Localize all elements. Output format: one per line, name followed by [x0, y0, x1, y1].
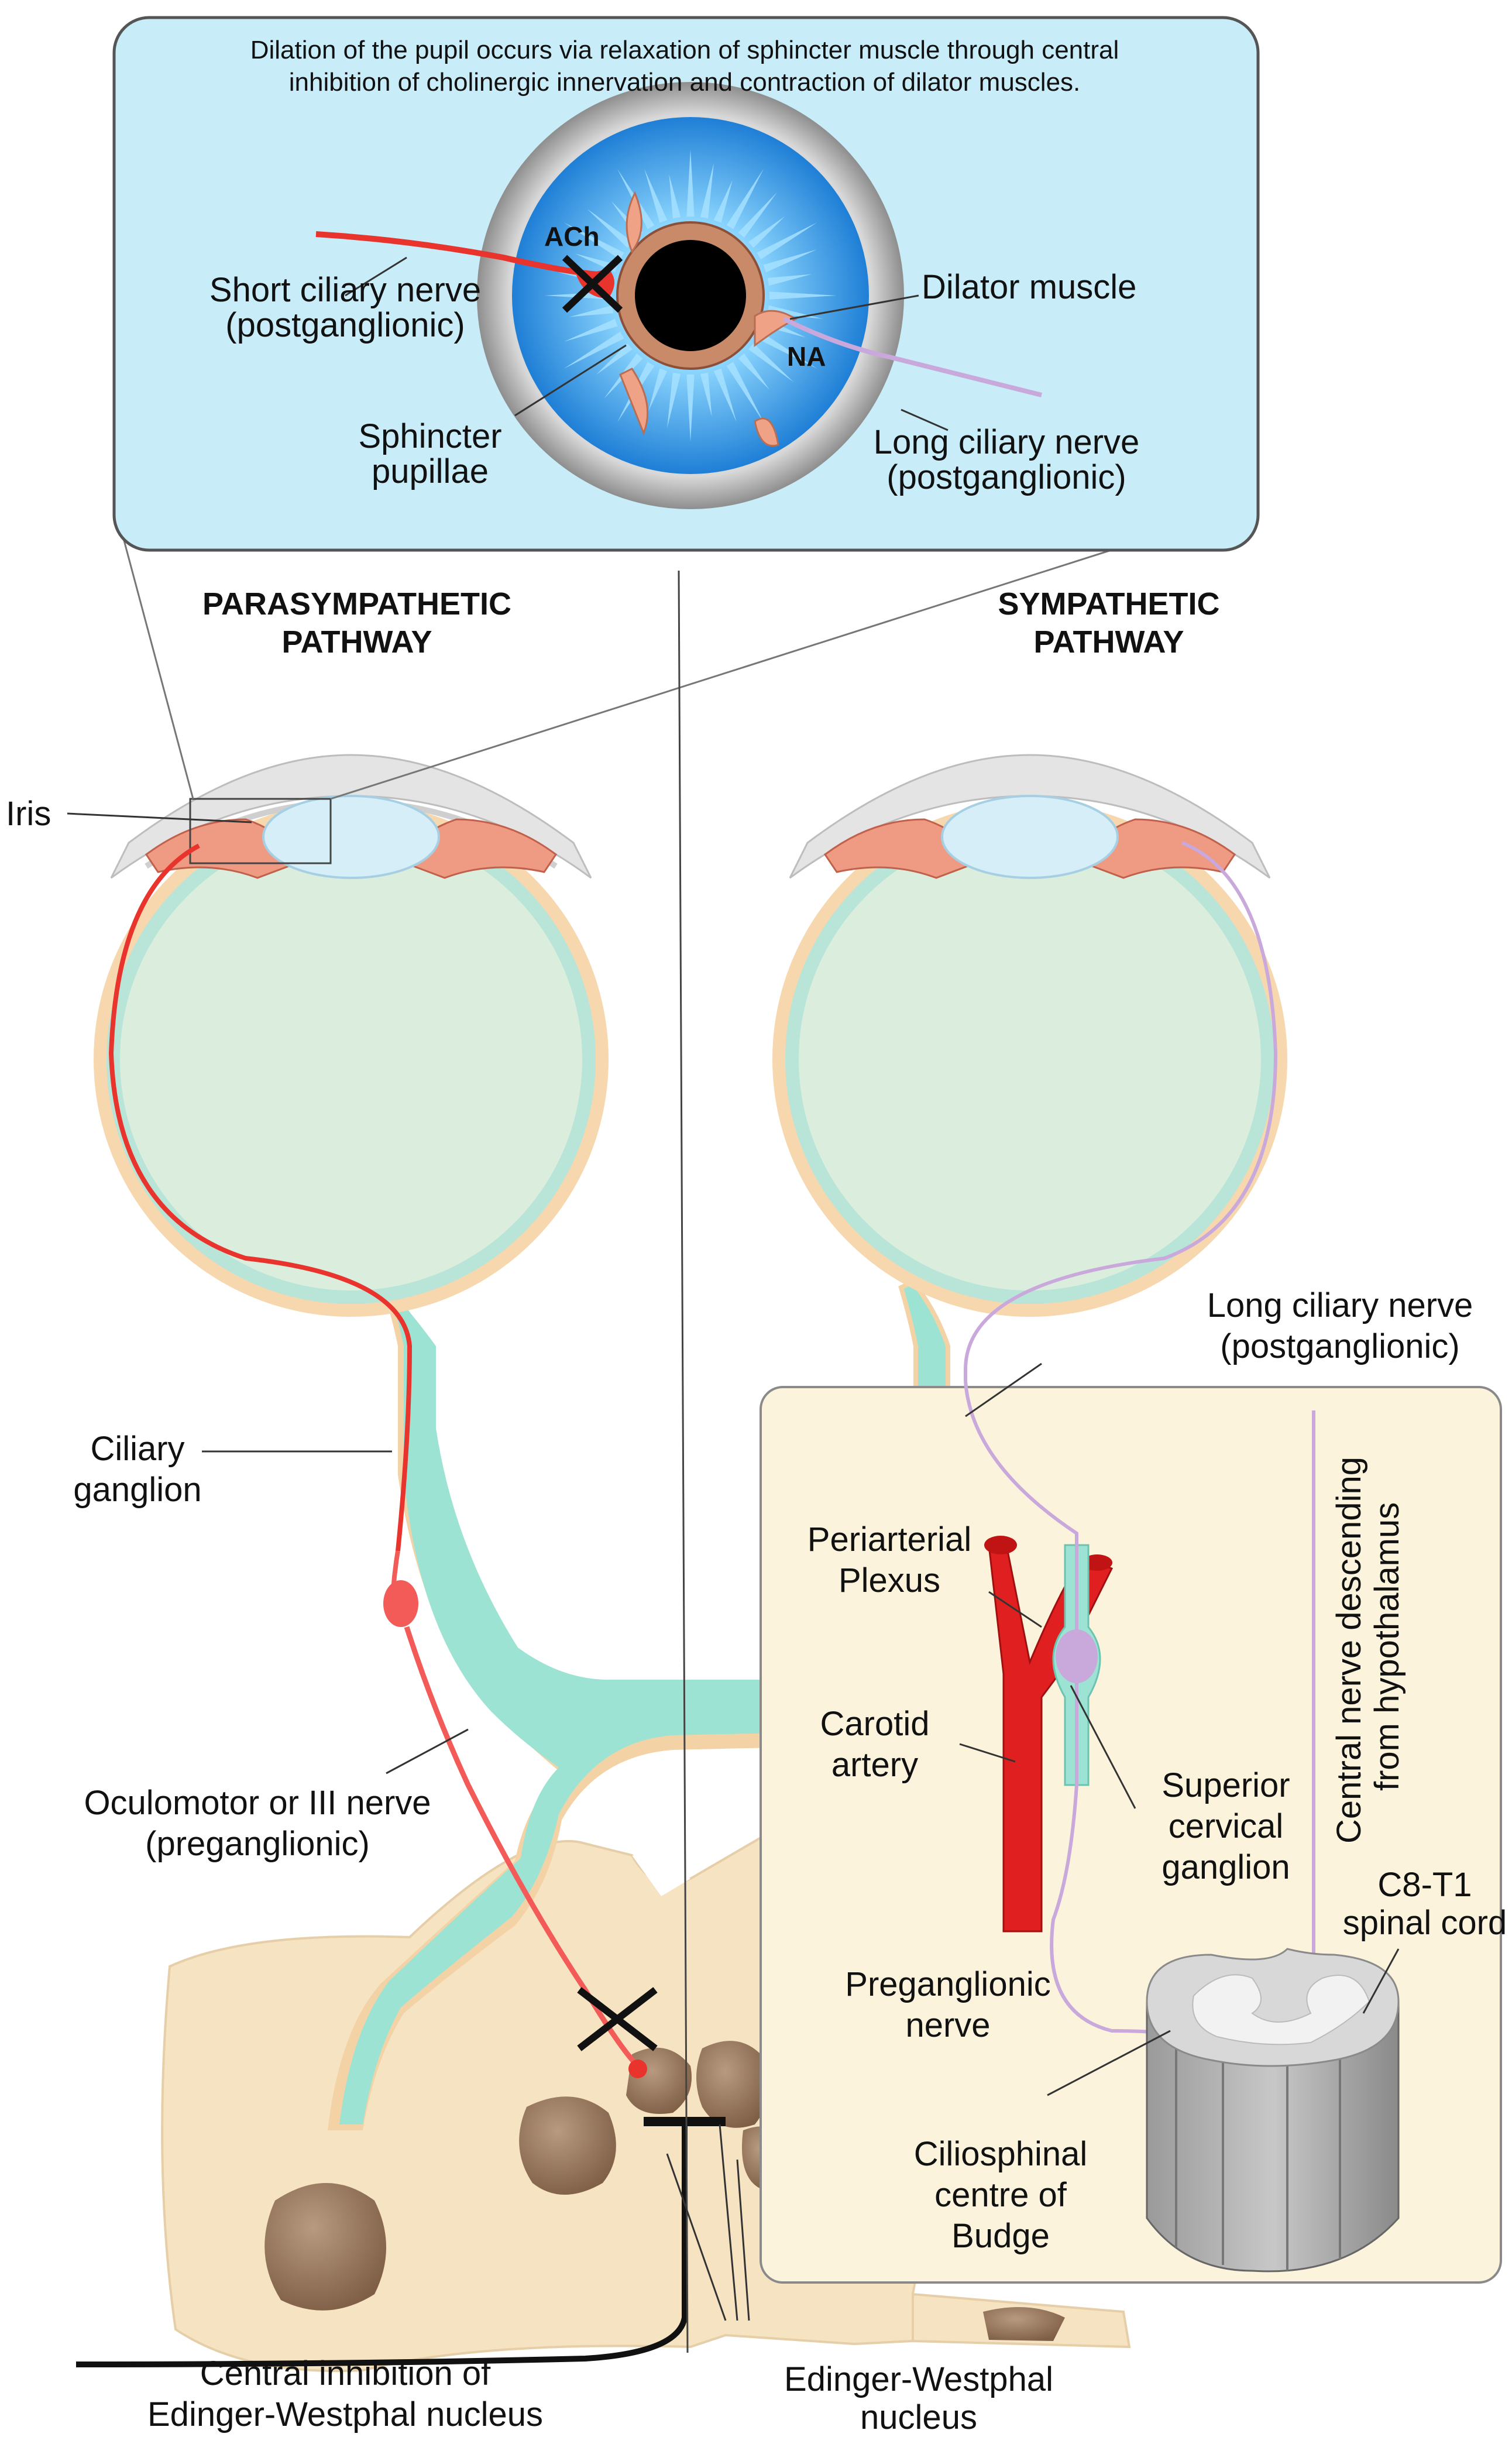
iris-label: Iris	[6, 795, 51, 833]
carotid-label-1: Carotid	[820, 1705, 930, 1743]
ciliospinal-label-1: Ciliosphinal	[914, 2135, 1088, 2173]
periarterial-label-2: Plexus	[839, 1561, 940, 1600]
iris-ray	[713, 180, 733, 223]
inset-eye	[477, 82, 904, 509]
iris-ray	[748, 217, 785, 248]
central-nerve-label-2: from hypothalamus	[1368, 1502, 1406, 1791]
central-inhibition-path	[75, 2117, 726, 2367]
block-cross-brainstem	[577, 1987, 658, 2051]
iris-ray	[644, 169, 668, 223]
long-ciliary-label-2: (postganglionic)	[1220, 1327, 1459, 1365]
iris-ray	[648, 368, 668, 411]
periarterial-label-1: Periarterial	[807, 1520, 971, 1559]
superior-cervical-label-3: ganglion	[1162, 1848, 1290, 1886]
leader-lines	[67, 256, 1400, 2321]
na-label: NA	[787, 341, 826, 372]
main-labels: Iris Ciliary ganglion Oculomotor or III …	[6, 795, 1507, 2436]
oculomotor-label-2: (preganglionic)	[145, 1825, 370, 1863]
iris-ray	[757, 222, 817, 260]
spinal-cord	[1146, 1948, 1400, 2273]
inset-caption: Dilation of the pupil occurs via relaxat…	[250, 36, 1119, 97]
central-inhibition-label-2: Edinger-Westphal nucleus	[147, 2395, 543, 2433]
ciliospinal-label-2: centre of	[934, 2176, 1067, 2214]
iris-ray	[769, 291, 837, 300]
central-inhibition-label-1: Central inhibition of	[200, 2354, 491, 2393]
pathway-headings: PARASYMPATHETIC PATHWAY SYMPATHETIC PATH…	[202, 586, 1220, 660]
c8t1-label-1: C8-T1	[1377, 1866, 1472, 1904]
iris-ray	[587, 209, 633, 248]
superior-cervical-label-2: cervical	[1169, 1807, 1284, 1845]
edinger-label-2: nucleus	[860, 2398, 977, 2434]
iris-ray	[713, 368, 737, 423]
iris-ray	[767, 274, 812, 286]
caption-line-2: inhibition of cholinergic innervation an…	[289, 68, 1081, 97]
ach-block-cross	[562, 255, 623, 313]
inset-labels: ACh NA Short ciliary nerve (postganglion…	[209, 221, 1139, 496]
para-heading-2: PATHWAY	[281, 624, 432, 660]
iris-ray	[726, 169, 764, 229]
iris-ray	[686, 374, 695, 442]
right-eyeball	[772, 754, 1287, 1317]
dilator-label: Dilator muscle	[922, 268, 1136, 306]
symp-heading-1: SYMPATHETIC	[998, 586, 1219, 622]
iris-ray	[738, 192, 777, 238]
ciliospinal-label-3: Budge	[951, 2217, 1050, 2255]
iris-ray	[596, 343, 633, 375]
iris-ray	[700, 372, 712, 417]
carotid-label-2: artery	[831, 1746, 918, 1784]
sympathetic-nerve-eye	[964, 841, 1278, 1381]
iris-ray	[748, 343, 794, 382]
oculomotor-label-1: Oculomotor or III nerve	[84, 1784, 431, 1822]
caption-line-1: Dilation of the pupil occurs via relaxat…	[250, 36, 1119, 64]
preganglionic-label-1: Preganglionic	[845, 1965, 1050, 2003]
para-heading-1: PARASYMPATHETIC	[202, 586, 511, 622]
iris-ray	[757, 331, 817, 369]
ciliary-ganglion-label-2: ganglion	[73, 1471, 201, 1509]
iris-ray	[569, 305, 614, 317]
iris-ray	[563, 222, 624, 260]
long-ciliary-label-1: Long ciliary nerve	[1207, 1286, 1473, 1324]
iris-ray	[686, 149, 695, 217]
iris-ray	[563, 331, 624, 369]
iris-ray	[669, 174, 681, 219]
long-ciliary-inset-2: (postganglionic)	[886, 458, 1126, 496]
left-eyeball	[94, 754, 609, 1317]
iris-ray	[726, 362, 764, 423]
iris-ray	[667, 372, 681, 428]
symp-heading-2: PATHWAY	[1033, 624, 1184, 660]
superior-cervical-label-1: Superior	[1162, 1766, 1290, 1804]
central-nerve-label-1: Central nerve descending	[1330, 1457, 1368, 1844]
long-ciliary-inset-1: Long ciliary nerve	[874, 423, 1140, 461]
iris-ray	[738, 353, 769, 390]
sphincter-label-2: pupillae	[372, 452, 489, 490]
ach-label: ACh	[544, 221, 600, 252]
iris-ray	[563, 318, 618, 342]
short-ciliary-label-2: (postganglionic)	[225, 306, 465, 344]
ciliary-ganglion-label-1: Ciliary	[90, 1430, 184, 1468]
c8t1-label-2: spinal cord	[1343, 1904, 1507, 1942]
preganglionic-label-2: nerve	[905, 2006, 990, 2044]
iris-ray	[700, 163, 714, 219]
iris-ray	[763, 249, 817, 273]
short-ciliary-label-1: Short ciliary nerve	[209, 271, 481, 309]
edinger-label-1: Edinger-Westphal	[784, 2360, 1053, 2398]
sphincter-label-1: Sphincter	[358, 417, 501, 455]
